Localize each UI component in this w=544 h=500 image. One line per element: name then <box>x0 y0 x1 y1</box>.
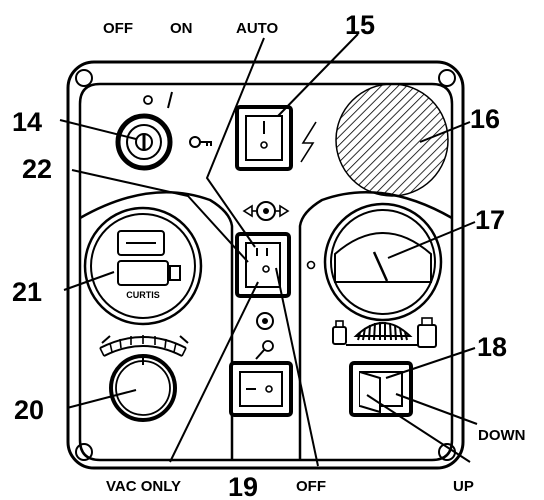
label-off-top: OFF <box>103 20 133 37</box>
key-switch-indicator-dot <box>143 95 153 105</box>
vacuum-rocker-switch[interactable] <box>229 361 293 417</box>
callout-22: 22 <box>22 154 52 184</box>
callout-17: 17 <box>475 205 505 235</box>
label-up: UP <box>453 478 474 495</box>
label-on-top: ON <box>170 20 193 37</box>
brush-icon <box>346 322 426 346</box>
label-auto: AUTO <box>236 20 279 37</box>
corner-screw <box>75 69 93 87</box>
heavy-weight-icon <box>417 317 437 348</box>
vac-mode-rocker-switch[interactable] <box>235 232 291 298</box>
leader-lines <box>59 33 478 467</box>
callout-18: 18 <box>477 332 507 362</box>
light-weight-icon <box>332 320 347 345</box>
label-down: DOWN <box>478 427 526 444</box>
label-off-bottom: OFF <box>296 478 326 495</box>
callout-16: 16 <box>470 104 500 134</box>
lightning-icon <box>300 121 317 163</box>
callout-15: 15 <box>345 10 375 40</box>
callout-20: 20 <box>14 395 44 425</box>
key-icon <box>189 136 212 148</box>
label-vac-only: VAC ONLY <box>106 478 181 495</box>
inner-panel-outline <box>78 82 454 462</box>
curtis-label: CURTIS <box>126 290 160 300</box>
brush-lift-rocker-switch[interactable] <box>349 361 413 417</box>
indicator-light <box>306 260 316 270</box>
key-symbol-icon <box>255 340 274 360</box>
vacuum-icon <box>256 312 274 330</box>
power-rocker-switch[interactable] <box>235 105 293 171</box>
brush-pressure-scale <box>99 335 189 357</box>
callout-21: 21 <box>12 277 42 307</box>
corner-screw <box>438 69 456 87</box>
center-divider <box>79 190 453 460</box>
analog-gauge <box>323 202 443 322</box>
callout-14: 14 <box>12 107 42 137</box>
callout-19: 19 <box>228 472 258 500</box>
on-position-mark <box>167 91 173 109</box>
curtis-battery-meter: CURTIS <box>83 206 203 326</box>
vac-mode-arrows-icon <box>242 201 290 221</box>
key-switch[interactable] <box>115 113 173 171</box>
hatched-gauge-area <box>335 83 449 197</box>
brush-pressure-knob[interactable] <box>109 354 177 422</box>
